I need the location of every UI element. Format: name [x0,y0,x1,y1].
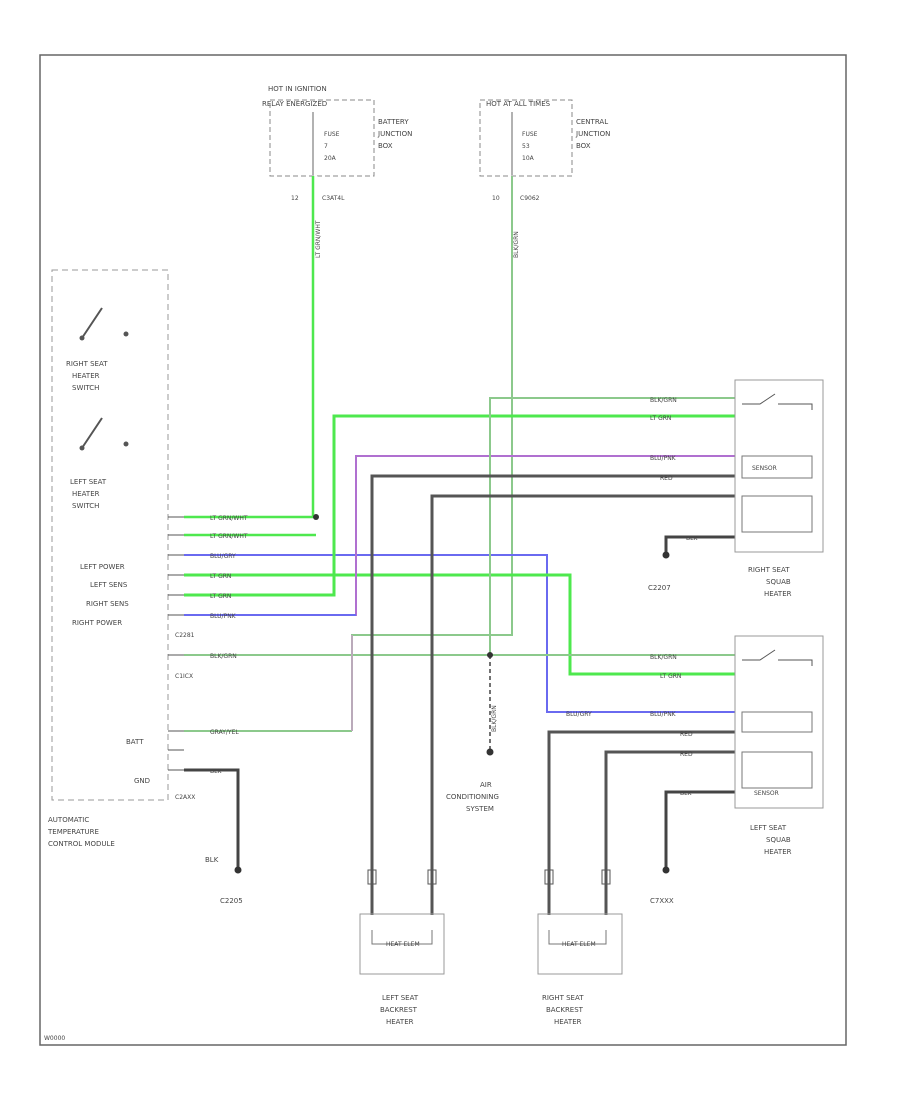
ac-label1: AIR [480,781,492,789]
switch2-label3: SWITCH [72,502,99,510]
fuse-left-box2: JUNCTION [377,130,412,138]
footer-code: W0000 [44,1035,65,1042]
pin-right-sens: RIGHT SENS [86,600,129,608]
fuse-right-fuse3: 10A [522,155,535,162]
module-name1: AUTOMATIC [48,816,89,824]
fuse-box-left: HOT IN IGNITION RELAY ENERGIZED FUSE 7 2… [262,85,412,202]
fuse-right-box1: CENTRAL [576,118,608,126]
fuse-left-fuse1: FUSE [324,131,340,138]
switch1-label1: RIGHT SEAT [66,360,108,368]
fuse-right-header1: HOT AT ALL TIMES [486,100,551,108]
wire-label-rs5: BLK [686,535,698,542]
ground-label-2: C2205 [220,897,243,905]
ls-label2: SQUAB [766,836,791,844]
fuse-right-fuse2: 53 [522,143,530,150]
wire-label-ls3b: BLU/PNK [650,711,677,718]
wire-label-v1: LT GRN/WHT [315,220,322,258]
wire-label-ls4: RED [680,731,693,738]
wire-paths [184,176,735,915]
control-module: RIGHT SEAT HEATER SWITCH LEFT SEAT HEATE… [47,269,195,848]
fuse-box-right: HOT AT ALL TIMES FUSE 53 10A CENTRAL JUN… [479,99,610,202]
ground-label-1: C2207 [648,584,671,592]
wire-labels: LT GRN/WHT LT GRN/WHT BLU/GRY LT GRN LT … [210,220,698,797]
right-backrest-heater: HEAT ELEM RIGHT SEAT BACKREST HEATER [537,869,623,1026]
wire-label-2: LT GRN/WHT [210,533,248,540]
fuse-left-pin: 12 [291,195,299,202]
module-name3: CONTROL MODULE [48,840,115,848]
rb-elem-label: HEAT ELEM [562,941,596,948]
wire-label-ls3a: BLU/GRY [566,711,592,718]
wire-label-5: LT GRN [210,593,231,600]
fuse-left-fuse3: 20A [324,155,337,162]
ls-sensor-label: SENSOR [754,790,779,797]
wire-label-4: LT GRN [210,573,231,580]
pin-gnd: GND [134,777,150,785]
wire-label-rs1: BLK/GRN [650,397,677,404]
rs-sensor-label: SENSOR [752,465,777,472]
lb-label1: LEFT SEAT [382,994,419,1002]
pin-right-power: RIGHT POWER [72,619,122,627]
wire-label-v2: BLK/GRN [513,231,520,258]
fuse-right-box2: JUNCTION [575,130,610,138]
wire-label-8: GRAY/YEL [210,729,239,736]
wire-label-ls2: LT GRN [660,673,681,680]
module-conn2: C1ICX [175,673,193,680]
lb-label3: HEATER [386,1018,414,1026]
wire-label-ls5: RED [680,751,693,758]
fuse-left-fuse2: 7 [324,143,328,150]
switch2-label2: HEATER [72,490,100,498]
rs-label3: HEATER [764,590,792,598]
module-conn3: C2AXX [175,794,195,801]
fuse-right-pin: 10 [492,195,500,202]
rb-label3: HEATER [554,1018,582,1026]
rs-label1: RIGHT SEAT [748,566,790,574]
module-conn1: C2281 [175,632,195,639]
wire-label-ls1: BLK/GRN [650,654,677,661]
wire-label-6: BLU/PNK [210,613,237,620]
wire-label-rs4: RED [660,475,673,482]
lb-label2: BACKREST [380,1006,418,1014]
switch2-label1: LEFT SEAT [70,478,107,486]
left-seat-squab-heater: SENSOR LEFT SEAT SQUAB HEATER [734,635,824,856]
fuse-left-box1: BATTERY [378,118,409,126]
fuse-right-fuse1: FUSE [522,131,538,138]
left-backrest-heater: HEAT ELEM LEFT SEAT BACKREST HEATER [359,869,445,1026]
rb-label1: RIGHT SEAT [542,994,584,1002]
pin-left-sens: LEFT SENS [90,581,128,589]
wire-label-1: LT GRN/WHT [210,515,248,522]
ac-system: AIR CONDITIONING SYSTEM [446,781,499,813]
pin-left-power: LEFT POWER [80,563,125,571]
switch1-label2: HEATER [72,372,100,380]
rb-label2: BACKREST [546,1006,584,1014]
ground-blk-label: BLK [205,856,219,864]
wire-label-ac: BLK/GRN [491,705,498,732]
fuse-left-header1: HOT IN IGNITION [268,85,327,93]
ls-label1: LEFT SEAT [750,824,787,832]
fuse-right-conn: C9062 [520,195,540,202]
wire-label-ls6: BLK [680,790,692,797]
fuse-left-header2: RELAY ENERGIZED [262,100,327,108]
lb-elem-label: HEAT ELEM [386,941,420,948]
fuse-left-conn: C3AT4L [322,195,345,202]
wire-label-rs2: LT GRN [650,415,671,422]
wire-label-9: BLK [210,768,222,775]
fuse-right-box3: BOX [576,142,591,150]
module-name2: TEMPERATURE [47,828,99,836]
ls-label3: HEATER [764,848,792,856]
switch1-label3: SWITCH [72,384,99,392]
right-seat-squab-heater: SENSOR RIGHT SEAT SQUAB HEATER [734,379,824,598]
ac-label2: CONDITIONING [446,793,499,801]
wire-label-rs3: BLU/PNK [650,455,677,462]
diagram-frame [39,54,847,1046]
ground-label-3: C7XXX [650,897,674,905]
ac-label3: SYSTEM [466,805,494,813]
wire-label-3: BLU/GRY [210,553,236,560]
pin-batt: BATT [126,738,144,746]
rs-label2: SQUAB [766,578,791,586]
wire-label-7: BLK/GRN [210,653,237,660]
fuse-left-box3: BOX [378,142,393,150]
